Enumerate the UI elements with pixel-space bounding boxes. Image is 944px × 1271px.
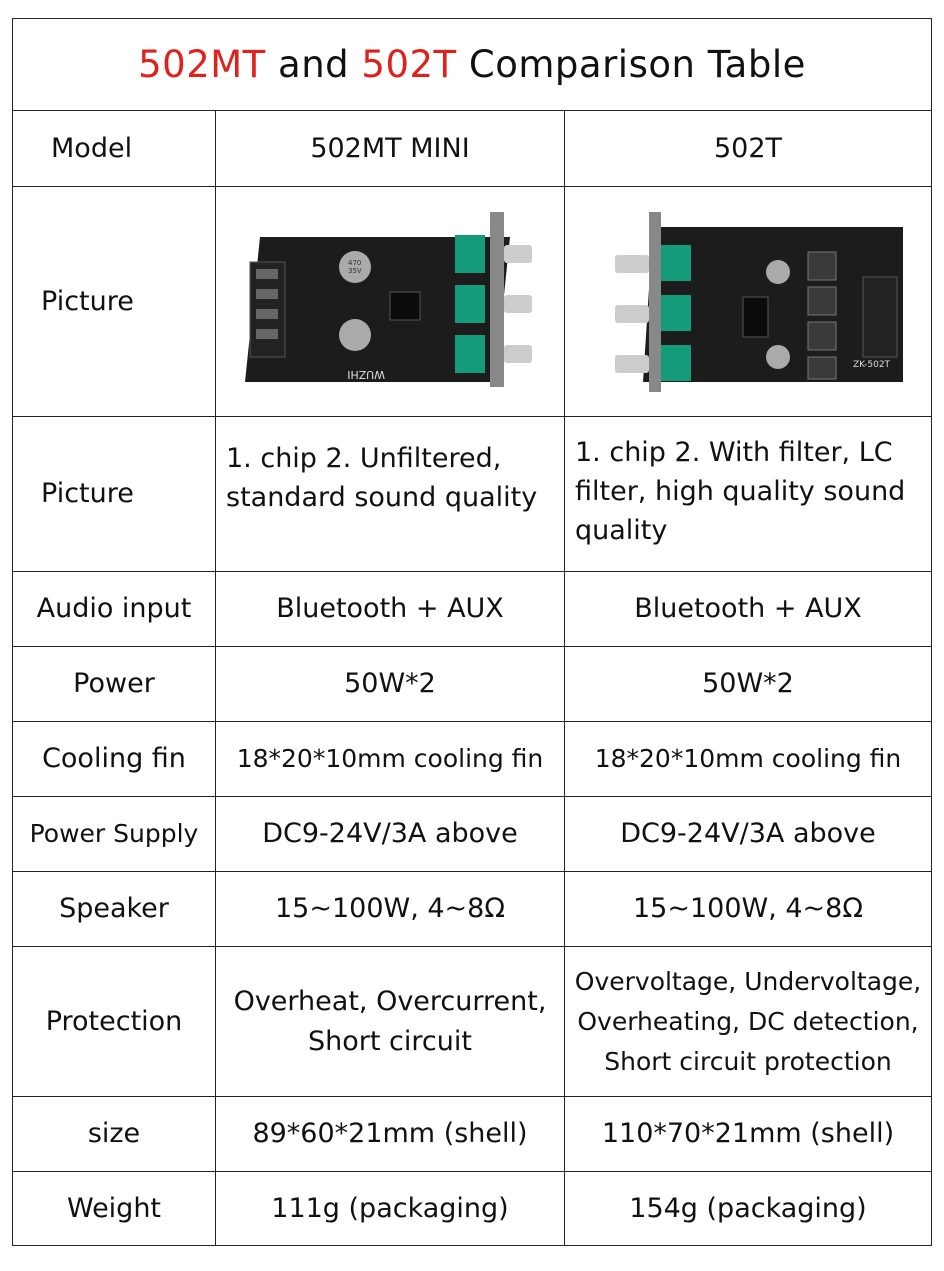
cell-502t: 50W*2	[564, 647, 931, 721]
row-label: Power Supply	[29, 818, 199, 848]
cell-502mt: 111g (packaging)	[215, 1172, 564, 1245]
table-row: Speaker 15~100W, 4~8Ω 15~100W, 4~8Ω	[13, 872, 931, 947]
table-row: Picture 1. chip 2. Unfiltered, standard …	[13, 417, 931, 572]
row-label: Picture	[41, 478, 134, 510]
cell-502mt: DC9-24V/3A above	[215, 797, 564, 871]
row-label: Model	[51, 132, 133, 164]
table-row: Power 50W*2 50W*2	[13, 647, 931, 722]
row-label: Power	[73, 668, 155, 700]
title-suffix: Comparison Table	[456, 43, 806, 86]
cell-502mt: 18*20*10mm cooling fin	[215, 722, 564, 796]
table-title: 502MT and 502T Comparison Table	[13, 19, 931, 111]
row-label: size	[87, 1118, 141, 1150]
table-row: size 89*60*21mm (shell) 110*70*21mm (she…	[13, 1097, 931, 1172]
cell-502mt: 1. chip 2. Unfiltered, standard sound qu…	[215, 417, 564, 571]
row-label: Picture	[41, 285, 134, 317]
table-row: Model 502MT MINI 502T	[13, 111, 931, 187]
table-row: Audio input Bluetooth + AUX Bluetooth + …	[13, 572, 931, 647]
svg-text:ZK-502T: ZK-502T	[853, 360, 891, 370]
svg-text:35V: 35V	[348, 267, 362, 275]
cell-502mt: 502MT MINI	[215, 111, 564, 186]
cell-502mt: 89*60*21mm (shell)	[215, 1097, 564, 1171]
row-label: Protection	[45, 1005, 183, 1037]
board-502t-image: ZK-502T	[564, 187, 931, 416]
cell-502t: 15~100W, 4~8Ω	[564, 872, 931, 946]
board-502mt-image: 470 35V WUZHI	[215, 187, 564, 416]
svg-text:470: 470	[348, 259, 361, 267]
cell-502t: DC9-24V/3A above	[564, 797, 931, 871]
comparison-table: 502MT and 502T Comparison Table Model 50…	[12, 18, 932, 1246]
cell-502t: 1. chip 2. With filter, LC filter, high …	[564, 417, 931, 571]
table-row: Cooling fin 18*20*10mm cooling fin 18*20…	[13, 722, 931, 797]
row-label: Cooling fin	[42, 743, 186, 775]
cell-502t: 154g (packaging)	[564, 1172, 931, 1245]
title-and: and	[265, 43, 362, 86]
cell-502mt: Overheat, Overcurrent, Short circuit	[215, 947, 564, 1096]
cell-502t: Overvoltage, Undervoltage, Overheating, …	[564, 947, 931, 1096]
svg-text:WUZHI: WUZHI	[347, 368, 385, 381]
title-model-a: 502MT	[138, 43, 266, 86]
cell-502mt: 50W*2	[215, 647, 564, 721]
table-row: Picture 470 35V WUZHI	[13, 187, 931, 417]
table-row: Weight 111g (packaging) 154g (packaging)	[13, 1172, 931, 1245]
row-label: Audio input	[36, 593, 192, 625]
cell-502t: 18*20*10mm cooling fin	[564, 722, 931, 796]
row-label: Weight	[66, 1192, 162, 1224]
title-model-b: 502T	[361, 43, 457, 86]
table-row: Power Supply DC9-24V/3A above DC9-24V/3A…	[13, 797, 931, 872]
cell-502t: 502T	[564, 111, 931, 186]
cell-502mt: Bluetooth + AUX	[215, 572, 564, 646]
cell-502mt: 15~100W, 4~8Ω	[215, 872, 564, 946]
row-label: Speaker	[59, 893, 169, 925]
cell-502t: 110*70*21mm (shell)	[564, 1097, 931, 1171]
table-row: Protection Overheat, Overcurrent, Short …	[13, 947, 931, 1097]
cell-502t: Bluetooth + AUX	[564, 572, 931, 646]
